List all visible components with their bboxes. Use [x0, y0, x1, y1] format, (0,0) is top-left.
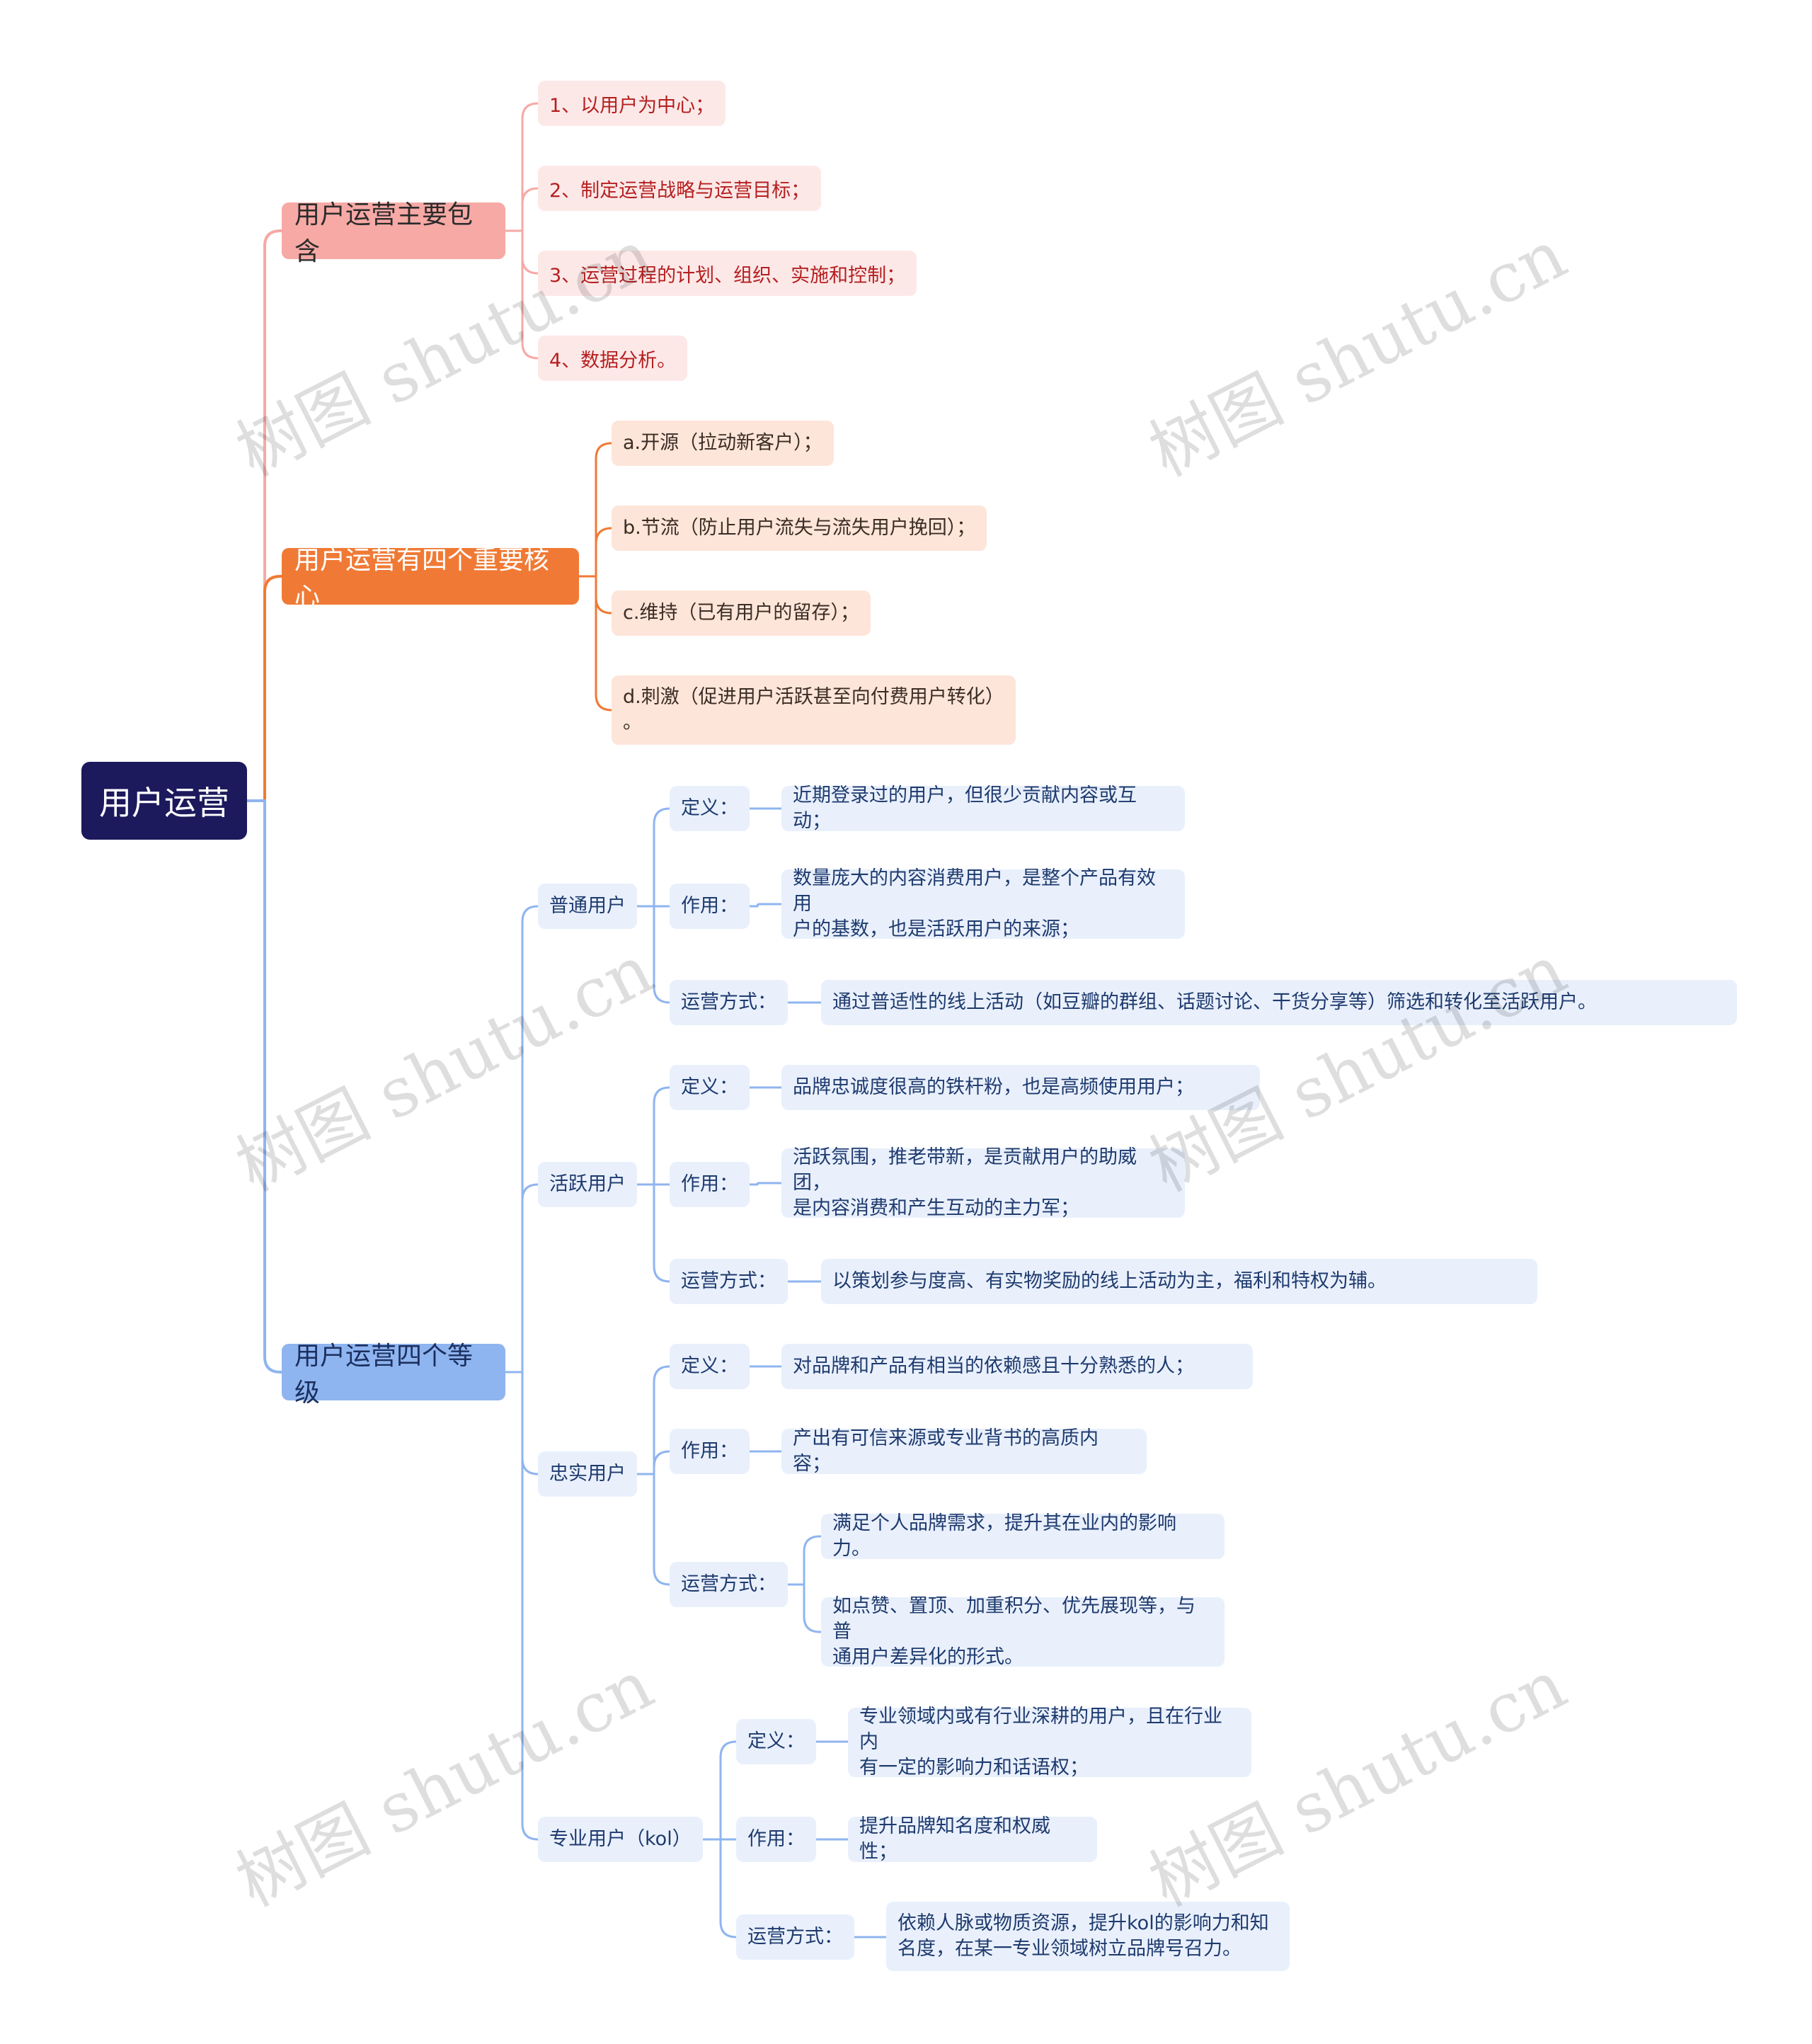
connector-line	[595, 575, 613, 712]
connector-line	[521, 905, 539, 1374]
connector-line	[263, 575, 283, 802]
branch-main-contents[interactable]: 用户运营主要包含	[282, 200, 505, 266]
level-kol-user[interactable]: 专业用户（kol）	[538, 1817, 703, 1862]
core-item-a[interactable]: a.开源（拉动新客户）；	[612, 421, 834, 466]
kol-operation-label[interactable]: 运营方式：	[736, 1914, 854, 1960]
active-definition-label[interactable]: 定义：	[670, 1065, 750, 1110]
connector-line	[653, 1473, 671, 1586]
connector-line	[653, 1183, 671, 1283]
branch-four-cores[interactable]: 用户运营有四个重要核心	[282, 546, 579, 612]
normal-role-label[interactable]: 作用：	[670, 884, 750, 929]
kol-role-text[interactable]: 提升品牌知名度和权威性；	[848, 1815, 1097, 1863]
active-definition-text[interactable]: 品牌忠诚度很高的铁杆粉，也是高频使用用户；	[781, 1065, 1260, 1110]
kol-definition-text[interactable]: 专业领域内或有行业深耕的用户，且在行业内 有一定的影响力和话语权；	[848, 1706, 1251, 1778]
connector-line	[653, 1086, 671, 1186]
active-operation-label[interactable]: 运营方式：	[670, 1259, 788, 1304]
loyal-operation-text-1[interactable]: 满足个人品牌需求，提升其在业内的影响力。	[821, 1512, 1225, 1560]
kol-definition-label[interactable]: 定义：	[736, 1719, 816, 1764]
connector-line	[521, 102, 539, 232]
kol-role-label[interactable]: 作用：	[736, 1817, 816, 1862]
normal-operation-label[interactable]: 运营方式：	[670, 980, 788, 1025]
loyal-operation-text-2[interactable]: 如点赞、置顶、加重积分、优先展现等，与普 通用户差异化的形式。	[821, 1595, 1225, 1668]
connector-line	[521, 229, 539, 360]
loyal-role-label[interactable]: 作用：	[670, 1429, 750, 1474]
core-item-b[interactable]: b.节流（防止用户流失与流失用户挽回）；	[612, 506, 987, 551]
contents-item-4[interactable]: 4、数据分析。	[538, 336, 688, 381]
contents-item-1[interactable]: 1、以用户为中心；	[538, 81, 726, 126]
active-role-label[interactable]: 作用：	[670, 1162, 750, 1207]
core-item-d[interactable]: d.刺激（促进用户活跃甚至向付费用户转化） 。	[612, 675, 1016, 745]
level-active-user[interactable]: 活跃用户	[538, 1162, 637, 1207]
connector-line	[803, 1535, 822, 1586]
branch-four-levels[interactable]: 用户运营四个等级	[282, 1342, 505, 1408]
connector-line	[595, 575, 613, 615]
core-item-c[interactable]: c.维持（已有用户的留存）；	[612, 590, 871, 636]
connector-line	[521, 229, 539, 275]
connector-line	[521, 1371, 539, 1475]
connector-line	[653, 807, 671, 908]
kol-operation-text[interactable]: 依赖人脉或物质资源，提升kol的影响力和知 名度，在某一专业领域树立品牌号召力。	[886, 1902, 1290, 1971]
level-normal-user[interactable]: 普通用户	[538, 884, 637, 929]
connector-line	[263, 229, 283, 802]
connector-line	[653, 905, 671, 1004]
contents-item-3[interactable]: 3、运营过程的计划、组织、实施和控制；	[538, 251, 917, 296]
root-node[interactable]: 用户运营	[81, 762, 247, 840]
loyal-definition-text[interactable]: 对品牌和产品有相当的依赖感且十分熟悉的人；	[781, 1344, 1253, 1389]
connector-line	[521, 1183, 539, 1374]
normal-operation-text[interactable]: 通过普适性的线上活动（如豆瓣的群组、话题讨论、干货分享等）筛选和转化至活跃用户。	[821, 980, 1737, 1025]
connector-line	[803, 1583, 822, 1633]
normal-definition-label[interactable]: 定义：	[670, 786, 750, 831]
active-role-text[interactable]: 活跃氛围，推老带新，是贡献用户的助威团， 是内容消费和产生互动的主力军；	[781, 1146, 1185, 1219]
contents-item-2[interactable]: 2、制定运营战略与运营目标；	[538, 166, 822, 211]
connector-line	[719, 1740, 738, 1841]
normal-definition-text[interactable]: 近期登录过的用户，但很少贡献内容或互动；	[781, 784, 1185, 832]
connector-line	[263, 799, 283, 1374]
connector-line	[595, 527, 613, 578]
connector-line	[521, 1371, 539, 1841]
connector-line	[756, 1182, 783, 1186]
connector-line	[756, 903, 783, 908]
loyal-definition-label[interactable]: 定义：	[670, 1344, 750, 1389]
connector-line	[719, 1838, 738, 1939]
connector-line	[595, 442, 613, 578]
connector-line	[653, 1365, 671, 1475]
connector-line	[653, 1450, 671, 1475]
active-operation-text[interactable]: 以策划参与度高、有实物奖励的线上活动为主，福利和特权为辅。	[821, 1259, 1537, 1304]
loyal-operation-label[interactable]: 运营方式：	[670, 1562, 788, 1607]
level-loyal-user[interactable]: 忠实用户	[538, 1451, 637, 1497]
normal-role-text[interactable]: 数量庞大的内容消费用户，是整个产品有效用 户的基数，也是活跃用户的来源；	[781, 867, 1185, 940]
connector-line	[521, 187, 539, 232]
loyal-role-text[interactable]: 产出有可信来源或专业背书的高质内容；	[781, 1427, 1147, 1475]
